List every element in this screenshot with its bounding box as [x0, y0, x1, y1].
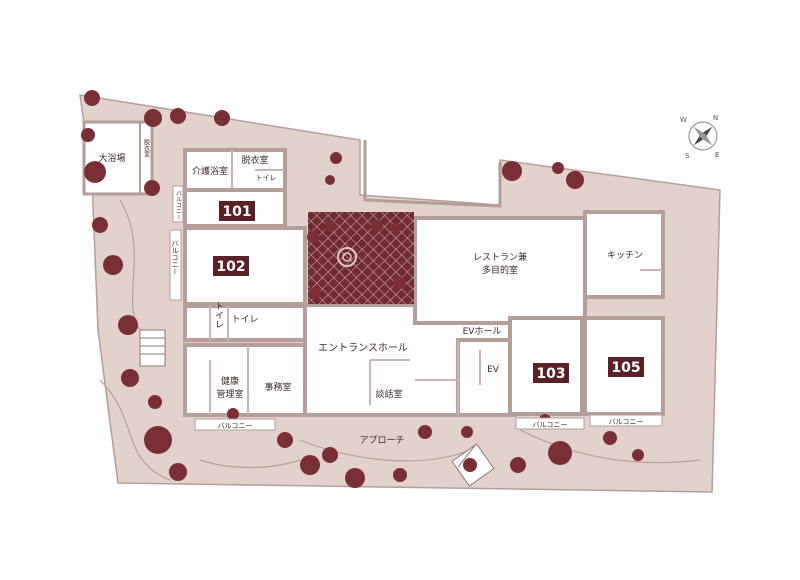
compass-icon: [688, 121, 718, 151]
room-ev: EV: [487, 365, 500, 375]
room-approach: アプローチ: [359, 435, 404, 446]
balcony-102-box: [169, 229, 182, 301]
interior-walls: [209, 150, 663, 415]
balcony-left: バルコニー: [218, 422, 253, 430]
balcony-101-box: [172, 185, 184, 223]
room-entrance-hall: エントランスホール: [318, 342, 408, 354]
room-toilet-upper: トイレ: [256, 174, 277, 182]
unit-105: 105: [611, 360, 640, 376]
balcony-105-box: [589, 414, 663, 427]
room-office: 事務室: [264, 381, 291, 393]
building-walls: [183, 148, 665, 417]
balcony-101: バルコニー: [175, 190, 182, 220]
unit-103: 103: [536, 366, 565, 382]
unit-102: 102: [216, 259, 245, 275]
compass-w: W: [680, 116, 687, 124]
room-toilet-lower: トイレ: [231, 315, 258, 325]
balcony-102: バルコニー: [171, 240, 179, 275]
terrace-outlines: [363, 140, 502, 208]
balcony-103: バルコニー: [533, 421, 568, 429]
room-toilet-vertical: トイレ: [213, 302, 224, 329]
balcony-left-box: [194, 418, 276, 431]
room-consult: 談話室: [375, 388, 402, 400]
room-changing: 脱衣室: [241, 154, 268, 166]
room-care-bath: 介護浴室: [192, 165, 228, 177]
compass-n: N: [713, 114, 718, 122]
fountain: [337, 247, 357, 267]
compass-s: S: [685, 152, 690, 160]
balcony-103-box: [515, 417, 585, 430]
garden-paths: [99, 199, 701, 481]
room-bath-changing-small: 脱衣室: [143, 138, 150, 157]
room-bath-main: 大浴場: [98, 152, 125, 164]
unit-101: 101: [222, 204, 251, 220]
room-ev-hall: EVホール: [463, 326, 502, 337]
compass-e: E: [715, 151, 719, 159]
trees: [81, 90, 644, 488]
balcony-105: バルコニー: [609, 418, 644, 426]
room-restaurant-line1: レストラン兼: [473, 251, 527, 263]
room-kitchen: キッチン: [607, 250, 643, 261]
unit-badges: [213, 201, 644, 383]
room-health-line2: 管理室: [216, 388, 243, 400]
room-restaurant-line2: 多目的室: [482, 264, 518, 276]
room-health-line1: 健康: [221, 375, 239, 387]
